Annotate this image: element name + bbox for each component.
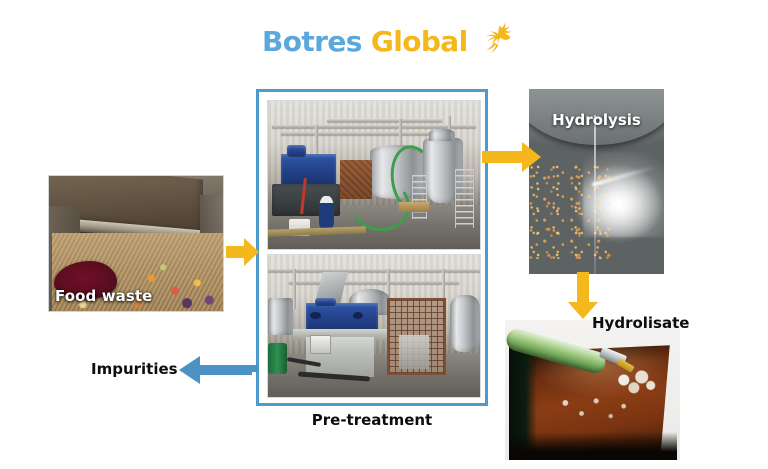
pretreatment-group-box	[256, 89, 488, 406]
food-waste-label: Food waste	[55, 287, 153, 305]
overhead-pipe	[289, 280, 459, 284]
hydrolisate-droplets	[554, 392, 635, 427]
rust-panel	[340, 160, 372, 199]
brand-name-primary: Botres	[262, 25, 362, 58]
overhead-pipe	[272, 124, 476, 128]
side-vessel	[450, 294, 480, 352]
blue-process-unit	[280, 154, 336, 184]
arrow-pretreatment-to-hydrolysis	[482, 142, 541, 172]
machine-bolt	[352, 311, 364, 319]
control-box	[310, 334, 332, 354]
vertical-pipe	[386, 269, 390, 298]
brand-name-secondary: Global	[370, 25, 468, 58]
arrow-impurities	[179, 356, 252, 384]
pretreatment-plant-photo	[267, 100, 481, 250]
wooden-pallet	[399, 201, 430, 212]
impurities-label: Impurities	[91, 360, 178, 378]
hydrolisate-photo	[505, 320, 680, 460]
pretreatment-caption: Pre-treatment	[311, 411, 433, 429]
pretreatment-machine-photo	[267, 254, 481, 398]
hummingbird-icon	[485, 22, 511, 54]
vertical-pipe	[399, 118, 403, 146]
arrow-foodwaste-to-pretreatment	[226, 238, 259, 266]
tank-top-dome	[429, 129, 455, 141]
vertical-pipe	[314, 124, 318, 158]
hydrolisate-shadow	[508, 432, 677, 460]
overhead-pipe	[268, 269, 480, 273]
hydrolysis-vessel-dome	[529, 89, 664, 145]
arrow-hydrolysis-to-hydrolisate	[568, 272, 598, 319]
vertical-pipe	[293, 269, 297, 309]
cage-interior-tank	[399, 334, 430, 369]
vertical-pipe	[441, 269, 445, 318]
access-ladder	[412, 175, 427, 220]
access-ladder	[454, 169, 474, 229]
green-drum	[268, 343, 288, 375]
food-waste-photo: Food waste	[48, 175, 224, 312]
blue-unit-motor	[287, 145, 307, 158]
overhead-pipe	[280, 132, 430, 136]
hydrolysis-photo: Hydrolysis	[529, 89, 664, 274]
overhead-pipe	[327, 118, 442, 122]
side-tank	[268, 297, 294, 335]
waste-liquid-puddle	[54, 261, 117, 299]
hydrolysis-label: Hydrolysis	[552, 111, 641, 129]
machine-plinth-top	[293, 328, 387, 341]
worker-figure	[318, 195, 334, 229]
impurities-arrow-stem	[246, 365, 258, 372]
blue-unit-cover	[314, 297, 336, 307]
machine-bolt	[310, 311, 321, 319]
hydrolisate-label: Hydrolisate	[592, 314, 690, 332]
